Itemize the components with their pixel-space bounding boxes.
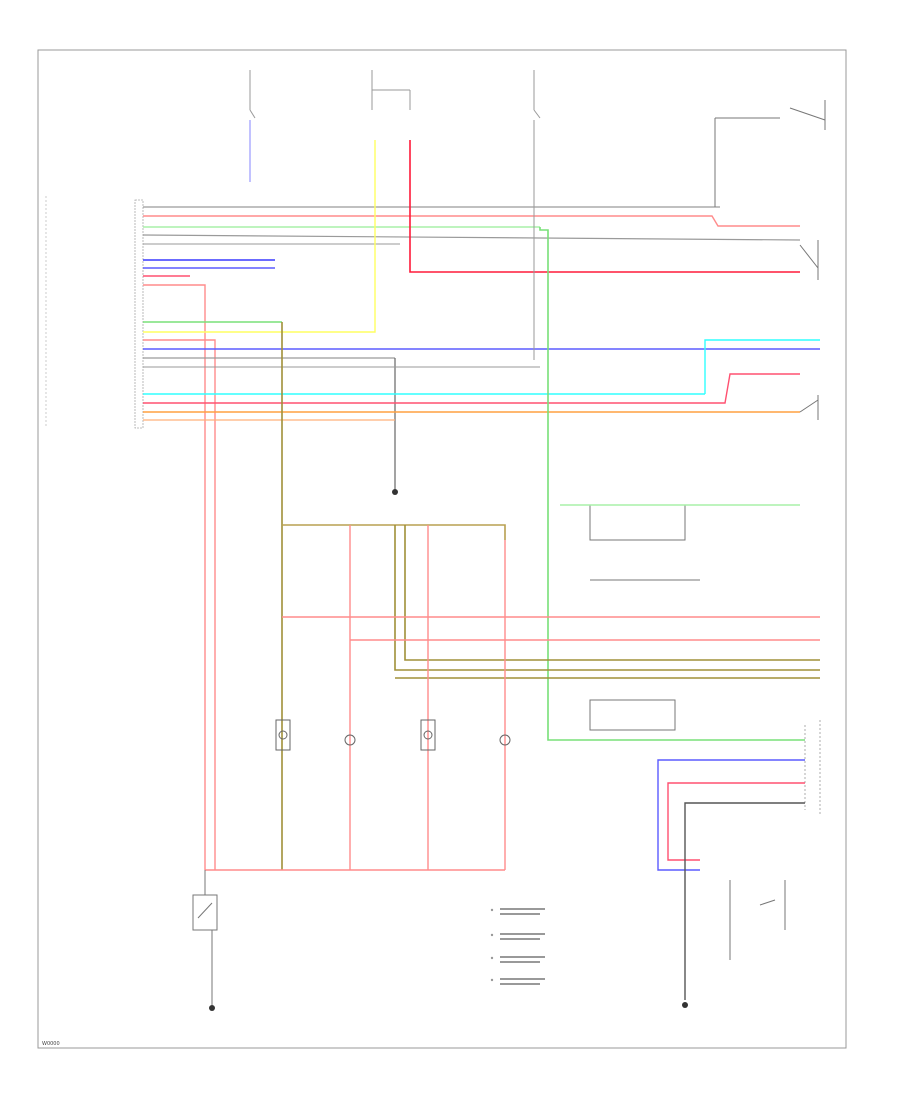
wire-dark-lower-right	[684, 802, 805, 1000]
diagram-frame	[37, 49, 847, 1049]
fuse-block-right	[533, 70, 541, 190]
wire-blue-lower-right	[657, 759, 805, 871]
lamp-1	[275, 719, 291, 751]
switch-lower-right	[729, 880, 786, 960]
wire-red-2	[143, 373, 800, 404]
wire-yellow-main	[143, 140, 376, 333]
wire-cyan-up	[704, 339, 820, 394]
wire-olive-2	[394, 525, 820, 671]
ground-junction-center	[392, 489, 398, 495]
wire-red-main	[409, 140, 800, 273]
door-switch-mid-right	[799, 240, 819, 280]
wire-green-long	[539, 227, 805, 741]
lamp-3	[420, 719, 436, 751]
lamp-4	[499, 734, 511, 746]
right-module-lower	[589, 699, 676, 731]
ground-lower-right	[682, 1002, 688, 1008]
fuse-block-center	[371, 70, 411, 110]
door-switch-lower-right	[799, 395, 819, 420]
lamp-2	[344, 734, 356, 746]
right-module-upper	[560, 504, 800, 581]
wire-pink-2	[143, 284, 206, 870]
switch-lower-left	[192, 870, 218, 1005]
wire-olive-3	[404, 525, 820, 661]
door-switch-top-right	[714, 100, 826, 207]
right-connector-lower	[804, 720, 821, 815]
wire-red-lower-right	[667, 782, 805, 861]
corner-code: W0000	[42, 1041, 60, 1047]
wire-pink-3	[143, 339, 216, 870]
wire-olive-top	[282, 524, 506, 540]
fuse-block-left	[249, 70, 256, 119]
ground-lower-left	[209, 1005, 215, 1011]
legend-block	[490, 908, 545, 985]
wire-gray-2	[142, 234, 801, 241]
bcm-connector-block	[134, 199, 144, 429]
wire-pink-top	[143, 215, 800, 227]
